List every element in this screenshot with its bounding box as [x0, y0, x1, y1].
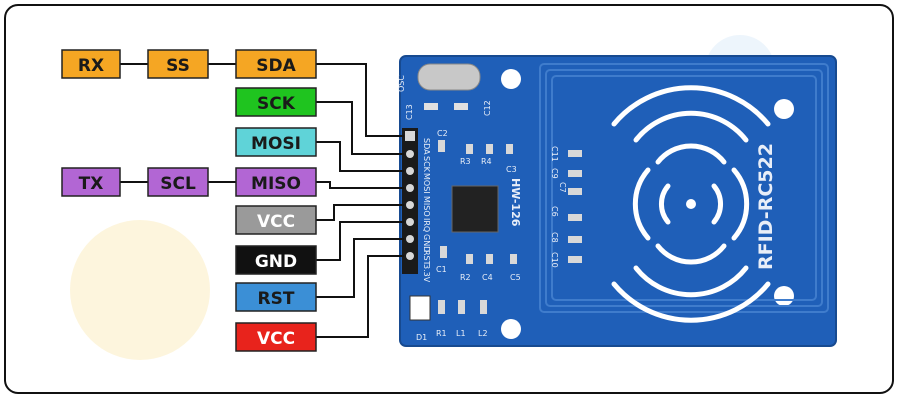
rfid-board: OSC C13 C12 SDA SCK MOSI MISO IRQ GND RS…: [397, 55, 837, 347]
rx-box: [61, 49, 121, 79]
header-pin-rst: RST: [422, 250, 431, 266]
c12-label: C12: [483, 100, 492, 116]
ss-label: SS: [166, 56, 190, 76]
sck-label: SCK: [257, 94, 296, 114]
rst-label: RST: [258, 289, 295, 309]
vcc-red-box: [235, 322, 317, 352]
r4-label: R4: [481, 157, 492, 166]
header-pin-sda: SDA: [422, 138, 431, 155]
gnd-box: [235, 245, 317, 275]
c5-label: C5: [510, 273, 521, 282]
c8-label: C8: [550, 232, 559, 243]
vcc-gray-label: VCC: [257, 212, 295, 232]
rf-center-dot: [686, 199, 696, 209]
c10-label: C10: [550, 252, 559, 268]
tx-box: [61, 167, 121, 197]
rst-box: [235, 282, 317, 312]
vcc-red-label: VCC: [257, 329, 295, 349]
d1-label: D1: [416, 333, 427, 342]
crystal-oscillator: [417, 63, 481, 91]
header-pin-sck: SCK: [422, 156, 431, 173]
smd-components: [409, 140, 582, 321]
header-pin-3v3: 3.3V: [422, 264, 431, 283]
c13-label: C13: [405, 104, 414, 120]
sda-box: [235, 49, 317, 79]
sda-label: SDA: [256, 56, 296, 76]
board-code: HW-126: [509, 178, 522, 227]
tx-label: TX: [79, 174, 104, 194]
pin-labels: RX SS SDA SCK MOSI TX SCL MISO VCC GND R…: [61, 49, 317, 352]
rx-label: RX: [78, 56, 104, 76]
pin-header-names: SDA SCK MOSI MISO IRQ GND RST 3.3V: [422, 138, 431, 283]
rf-waves: [611, 85, 771, 323]
l1-label: L1: [456, 329, 466, 338]
mosi-label: MOSI: [251, 134, 301, 154]
scl-box: [147, 167, 209, 197]
l2-label: L2: [478, 329, 488, 338]
c6-label: C6: [550, 206, 559, 217]
r3-label: R3: [460, 157, 471, 166]
c3-label: C3: [506, 165, 517, 174]
vcc-gray-box: [235, 205, 317, 235]
c1-label: C1: [436, 265, 447, 274]
c11-label: C11: [550, 146, 559, 162]
c9-label: C9: [550, 168, 559, 179]
c2-label: C2: [437, 129, 448, 138]
connection-wires: [120, 63, 404, 338]
sck-box: [235, 87, 317, 117]
mfrc522-chip: [451, 185, 499, 233]
c4-label: C4: [482, 273, 493, 282]
mosi-box: [235, 127, 317, 157]
r2-label: R2: [460, 273, 471, 282]
r1-label: R1: [436, 329, 447, 338]
osc-label: OSC: [397, 75, 406, 92]
c7-label: C7: [558, 182, 567, 193]
ss-box: [147, 49, 209, 79]
header-pin-irq: IRQ: [422, 218, 431, 232]
miso-label: MISO: [251, 174, 301, 194]
board-model: RFID-RC522: [755, 143, 777, 270]
header-pin-mosi: MOSI: [422, 173, 431, 194]
header-pin-miso: MISO: [422, 196, 431, 217]
header-pin-gnd: GND: [422, 234, 431, 252]
scl-label: SCL: [160, 174, 196, 194]
gnd-label: GND: [255, 252, 297, 272]
miso-box: [235, 167, 317, 197]
